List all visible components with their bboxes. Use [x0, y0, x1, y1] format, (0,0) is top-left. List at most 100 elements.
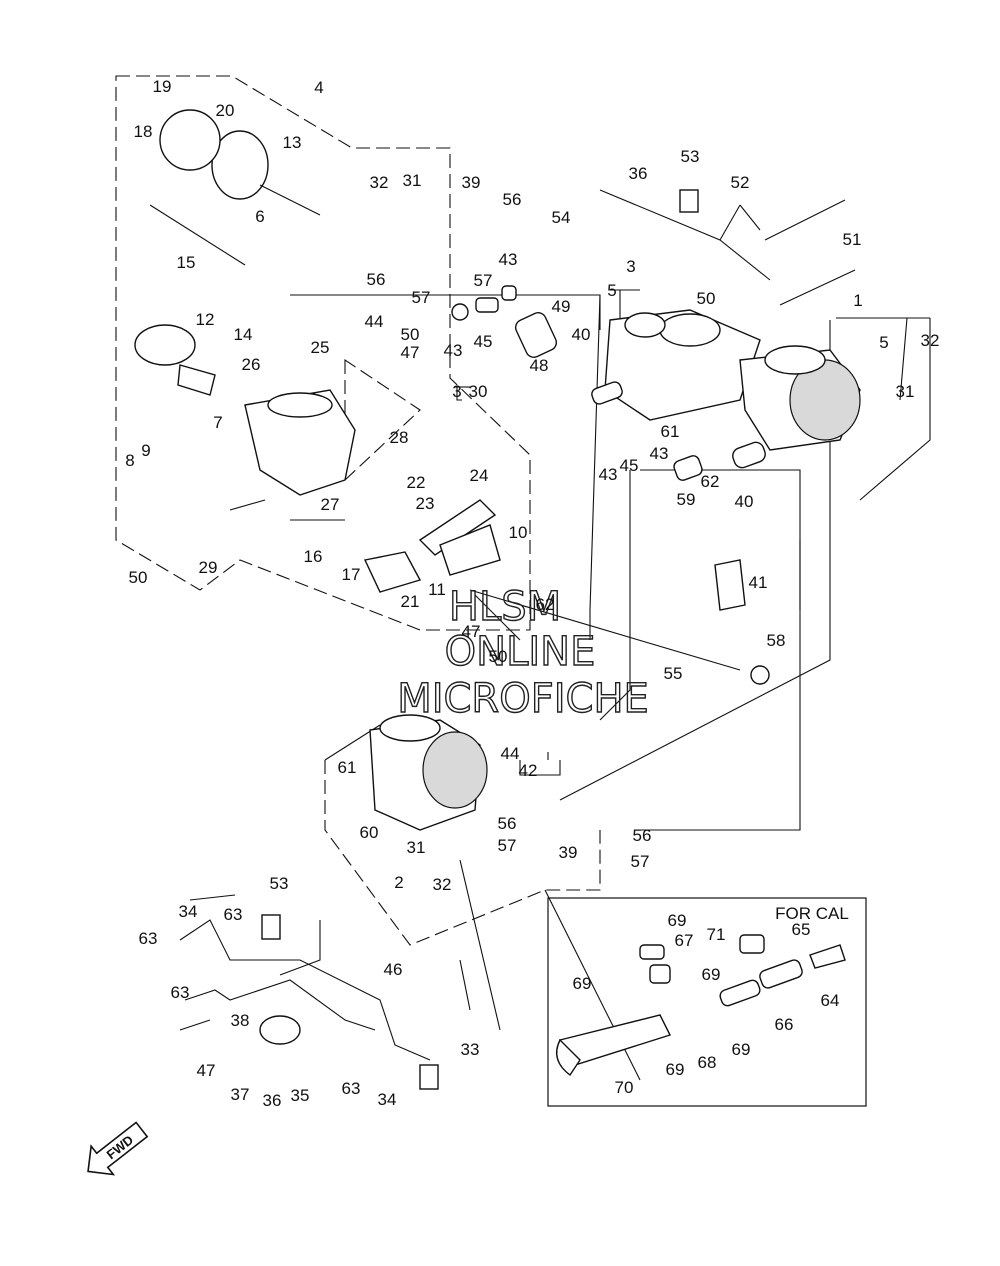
callout-50-1: 50 [401, 325, 420, 344]
carb-body-upper-left [244, 389, 356, 496]
callout-50-2: 50 [697, 289, 716, 308]
for-cal-label: FOR CAL [775, 904, 849, 923]
watermark-line-2: ONLINE [445, 629, 596, 675]
callout-49: 49 [552, 297, 571, 316]
callout-56-4: 56 [633, 826, 652, 845]
top-cover [211, 130, 269, 200]
callout-9: 9 [141, 441, 150, 460]
callout-33: 33 [461, 1040, 480, 1059]
callout-47-3: 47 [197, 1061, 216, 1080]
callout-34-1: 34 [179, 902, 198, 921]
callout-25: 25 [311, 338, 330, 357]
callout-63-1: 63 [224, 905, 243, 924]
callout-19: 19 [153, 77, 172, 96]
callout-61-2: 61 [338, 758, 357, 777]
callout-60: 60 [360, 823, 379, 842]
callout-4: 4 [314, 78, 323, 97]
callout-40-2: 40 [735, 492, 754, 511]
callout-45-2: 45 [620, 456, 639, 475]
callout-12: 12 [196, 310, 215, 329]
callout-67: 67 [675, 931, 694, 950]
callout-47-2: 47 [462, 622, 481, 641]
fwd-arrow-icon: FWD [87, 1121, 149, 1176]
callout-36-1: 36 [629, 164, 648, 183]
callout-46: 46 [384, 960, 403, 979]
callout-22: 22 [407, 473, 426, 492]
callout-31-1: 31 [403, 171, 422, 190]
callout-52: 52 [731, 173, 750, 192]
callout-56-2: 56 [367, 270, 386, 289]
part-shapes [134, 109, 861, 1090]
callout-23: 23 [416, 494, 435, 513]
callout-5-1: 5 [607, 281, 616, 300]
callout-5-2: 5 [879, 333, 888, 352]
assembly-3-outline [344, 358, 421, 482]
callout-51: 51 [843, 230, 862, 249]
callout-43-4: 43 [650, 444, 669, 463]
callout-56-3: 56 [498, 814, 517, 833]
callout-numbers: 1233455678910111213141516171819202122232… [125, 77, 939, 1110]
callout-24: 24 [470, 466, 489, 485]
callout-43-1: 43 [499, 250, 518, 269]
callout-47-1: 47 [401, 343, 420, 362]
callout-69-2: 69 [702, 965, 721, 984]
callout-41: 41 [749, 573, 768, 592]
callout-50-3: 50 [129, 568, 148, 587]
callout-37: 37 [231, 1085, 250, 1104]
callout-45-1: 45 [474, 332, 493, 351]
callout-61-1: 61 [661, 422, 680, 441]
float-bowl [363, 551, 422, 593]
callout-55: 55 [664, 664, 683, 683]
callout-30: 30 [469, 382, 488, 401]
callout-53-1: 53 [681, 147, 700, 166]
callout-48: 48 [530, 356, 549, 375]
callout-43-2: 43 [444, 341, 463, 360]
callout-27: 27 [321, 495, 340, 514]
callout-57-4: 57 [631, 852, 650, 871]
callout-31-3: 31 [407, 838, 426, 857]
callout-29: 29 [199, 558, 218, 577]
callout-42: 42 [519, 761, 538, 780]
callout-57-3: 57 [498, 836, 517, 855]
callout-64: 64 [821, 991, 840, 1010]
callout-44-1: 44 [365, 312, 384, 331]
callout-16: 16 [304, 547, 323, 566]
callout-18: 18 [134, 122, 153, 141]
callout-32-3: 32 [433, 875, 452, 894]
callout-69-4: 69 [732, 1040, 751, 1059]
callout-31-2: 31 [896, 382, 915, 401]
callout-32-1: 32 [370, 173, 389, 192]
callout-38: 38 [231, 1011, 250, 1030]
callout-63-3: 63 [171, 983, 190, 1002]
callout-2: 2 [394, 873, 403, 892]
callout-3-1: 3 [626, 257, 635, 276]
callout-53-2: 53 [270, 874, 289, 893]
callout-54: 54 [552, 208, 571, 227]
callout-28: 28 [390, 428, 409, 447]
callout-65: 65 [792, 920, 811, 939]
assembly-4-outline [115, 75, 531, 631]
callout-17: 17 [342, 565, 361, 584]
callout-32-2: 32 [921, 331, 940, 350]
watermark-line-1: HLSM [449, 584, 561, 630]
callout-1: 1 [853, 291, 862, 310]
assembly-2-outline [324, 760, 601, 946]
callout-68: 68 [698, 1053, 717, 1072]
callout-20: 20 [216, 101, 235, 120]
diaphragm [134, 324, 196, 366]
callout-3-2: 3 [452, 382, 461, 401]
callout-39-2: 39 [559, 843, 578, 862]
wire-harness [189, 894, 236, 901]
callout-34-2: 34 [378, 1090, 397, 1109]
callout-56-1: 56 [503, 190, 522, 209]
watermark-line-3: MICROFICHE [397, 676, 649, 722]
callout-13: 13 [283, 133, 302, 152]
callout-43-3: 43 [599, 465, 618, 484]
callout-57-1: 57 [412, 288, 431, 307]
callout-57-2: 57 [474, 271, 493, 290]
callout-6: 6 [255, 207, 264, 226]
callout-63-2: 63 [139, 929, 158, 948]
callout-71: 71 [707, 925, 726, 944]
callout-50-4: 50 [489, 647, 508, 666]
callout-21: 21 [401, 592, 420, 611]
